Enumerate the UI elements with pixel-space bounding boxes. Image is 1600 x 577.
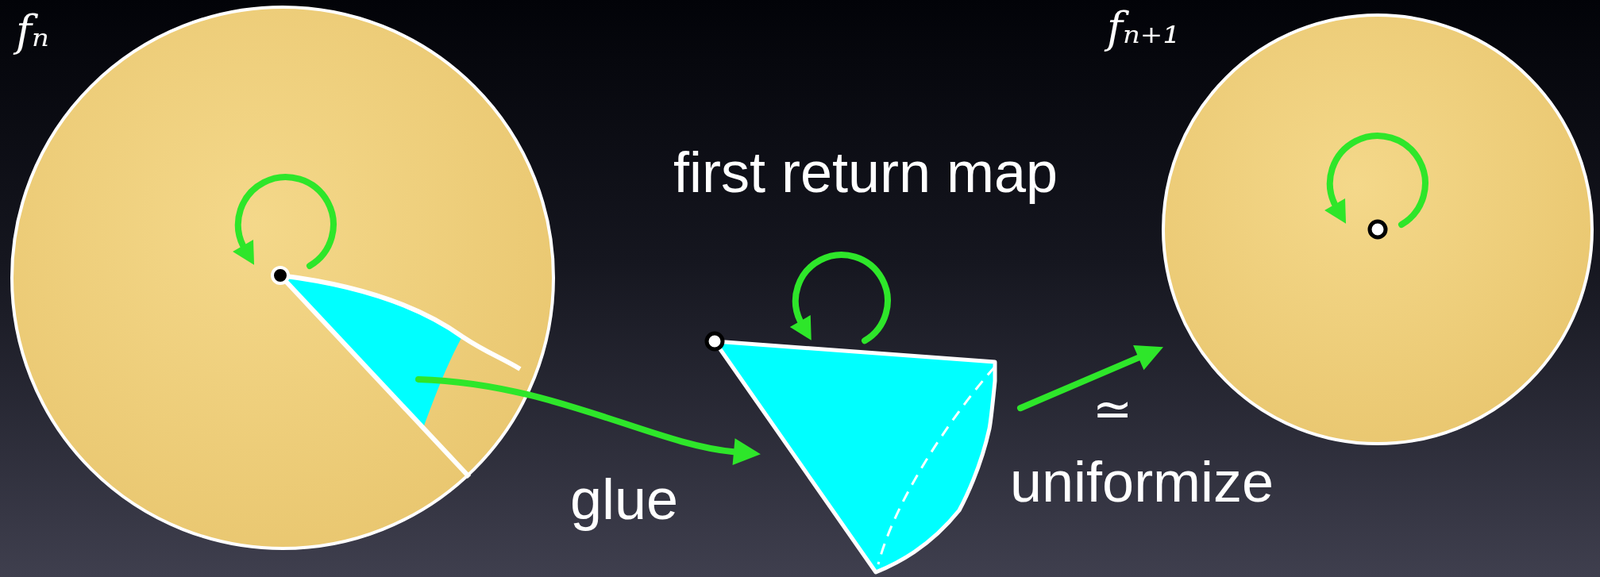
disk-node: fₙ₊₁ (1103, 4, 1597, 450)
rotation-arrowhead (1324, 198, 1346, 224)
node-illustration (9, 4, 556, 552)
fixed-point (706, 333, 723, 350)
green-arrow (1020, 345, 1164, 409)
map-label: fₙ (15, 9, 50, 55)
arrowhead (1133, 345, 1164, 371)
fixed-point (1369, 221, 1386, 238)
map-label: fₙ₊₁ (1106, 6, 1180, 52)
edge-label: glue (570, 470, 679, 531)
dashed-curve (878, 366, 995, 565)
cyan-sector (280, 275, 463, 428)
disk (1163, 15, 1593, 444)
step-label-holder: uniformize (1010, 452, 1274, 513)
sector-boundary-curve (280, 275, 521, 370)
arrowhead (732, 438, 761, 466)
glued-wedge (714, 341, 995, 573)
arrow-shaft (418, 379, 734, 452)
sector-boundary (280, 275, 470, 478)
green-arrow (418, 379, 761, 466)
step-label: uniformize (1010, 452, 1274, 513)
rotation-arrowhead (790, 315, 812, 341)
disk (11, 7, 554, 549)
arrow-shaft (1020, 358, 1139, 409)
rotation-arrowhead (232, 239, 255, 266)
edge-label-holder: ≃ (1092, 384, 1133, 435)
node-illustration (1103, 4, 1597, 450)
edge-label-holder: glue (570, 470, 679, 531)
disk-node: fₙ (9, 4, 556, 552)
fixed-point (272, 267, 289, 284)
map-heading: first return map (673, 142, 1058, 204)
edge-label: ≃ (1092, 384, 1133, 435)
